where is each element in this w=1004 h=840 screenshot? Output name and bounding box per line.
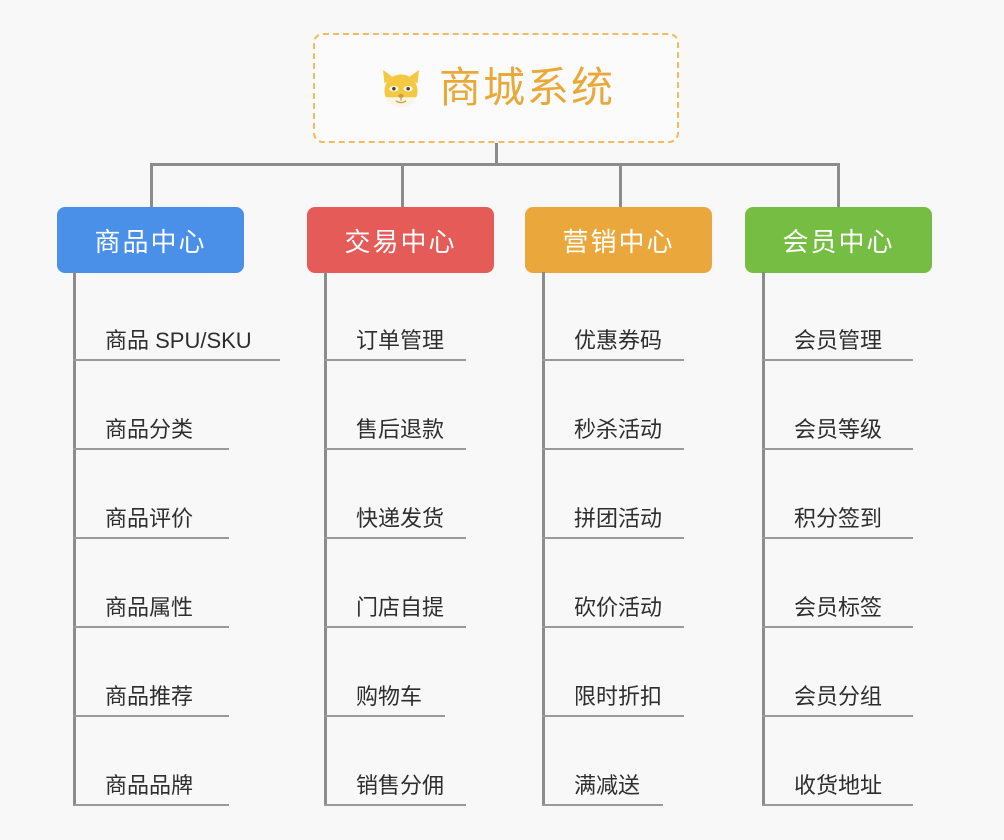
connector-drop-1: [150, 163, 153, 208]
leaf-label: 订单管理: [356, 327, 445, 353]
leaf-underline: [324, 448, 466, 450]
branch-label: 营销中心: [562, 226, 675, 257]
leaf-underline: [542, 626, 684, 628]
leaf-item[interactable]: 砍价活动: [542, 539, 742, 628]
leaf-item[interactable]: 会员管理: [762, 272, 962, 361]
leaf-label: 会员分组: [794, 683, 883, 709]
leaf-item[interactable]: 收货地址: [762, 717, 962, 806]
leaf-item[interactable]: 销售分佣: [324, 717, 524, 806]
branch-label: 交易中心: [344, 226, 457, 257]
leaf-underline: [762, 359, 913, 361]
leaf-item[interactable]: 商品分类: [73, 361, 293, 450]
leaf-label: 积分签到: [794, 505, 883, 531]
branch-label: 商品中心: [94, 226, 207, 257]
leaf-label: 会员等级: [794, 416, 883, 442]
branch-box-2[interactable]: 交易中心: [307, 207, 494, 273]
leaf-item[interactable]: 商品推荐: [73, 628, 293, 717]
leaf-item[interactable]: 购物车: [324, 628, 524, 717]
leaf-label: 购物车: [356, 683, 423, 709]
leaf-label: 满减送: [574, 772, 641, 798]
leaf-underline: [73, 715, 229, 717]
leaf-underline: [73, 359, 280, 361]
leaf-item[interactable]: 积分签到: [762, 450, 962, 539]
leaf-item[interactable]: 会员等级: [762, 361, 962, 450]
leaf-spine: [542, 272, 545, 806]
leaf-spine: [762, 272, 765, 806]
leaf-column-3: 优惠券码 秒杀活动 拼团活动 砍价活动 限时折扣 满减送: [542, 272, 742, 806]
leaf-underline: [762, 537, 913, 539]
leaf-underline: [762, 715, 913, 717]
leaf-underline: [762, 804, 913, 806]
leaf-underline: [762, 448, 913, 450]
leaf-item[interactable]: 拼团活动: [542, 450, 742, 539]
connector-root-stem: [495, 143, 498, 165]
leaf-item[interactable]: 会员标签: [762, 539, 962, 628]
leaf-item[interactable]: 满减送: [542, 717, 742, 806]
leaf-label: 拼团活动: [574, 505, 663, 531]
connector-drop-4: [837, 163, 840, 208]
leaf-item[interactable]: 快递发货: [324, 450, 524, 539]
leaf-label: 会员管理: [794, 327, 883, 353]
leaf-column-1: 商品 SPU/SKU 商品分类 商品评价 商品属性 商品推荐 商品品牌: [73, 272, 293, 806]
leaf-item[interactable]: 限时折扣: [542, 628, 742, 717]
root-title: 商城系统: [438, 64, 615, 111]
leaf-underline: [542, 359, 684, 361]
leaf-item[interactable]: 会员分组: [762, 628, 962, 717]
leaf-label: 砍价活动: [574, 594, 663, 620]
leaf-label: 秒杀活动: [574, 416, 663, 442]
leaf-item[interactable]: 门店自提: [324, 539, 524, 628]
leaf-underline: [73, 537, 229, 539]
leaf-label: 商品推荐: [105, 683, 194, 709]
leaf-underline: [324, 626, 466, 628]
leaf-label: 限时折扣: [574, 683, 663, 709]
leaf-label: 快递发货: [356, 505, 445, 531]
shiba-dog-face-icon: [382, 70, 419, 108]
leaf-label: 商品品牌: [105, 772, 194, 798]
leaf-item[interactable]: 商品评价: [73, 450, 293, 539]
root-node[interactable]: 商城系统: [313, 33, 679, 143]
branch-box-3[interactable]: 营销中心: [525, 207, 712, 273]
leaf-spine: [324, 272, 327, 806]
leaf-item[interactable]: 订单管理: [324, 272, 524, 361]
leaf-underline: [542, 804, 663, 806]
leaf-label: 销售分佣: [356, 772, 445, 798]
leaf-item[interactable]: 秒杀活动: [542, 361, 742, 450]
leaf-column-2: 订单管理 售后退款 快递发货 门店自提 购物车 销售分佣: [324, 272, 524, 806]
leaf-underline: [73, 626, 229, 628]
connector-drop-3: [619, 163, 622, 208]
branch-box-4[interactable]: 会员中心: [745, 207, 932, 273]
branch-box-1[interactable]: 商品中心: [57, 207, 244, 273]
leaf-label: 商品分类: [105, 416, 194, 442]
leaf-underline: [73, 448, 229, 450]
leaf-item[interactable]: 优惠券码: [542, 272, 742, 361]
leaf-label: 商品 SPU/SKU: [105, 327, 252, 353]
leaf-underline: [324, 537, 466, 539]
leaf-spine: [73, 272, 76, 806]
leaf-item[interactable]: 商品 SPU/SKU: [73, 272, 293, 361]
leaf-item[interactable]: 商品品牌: [73, 717, 293, 806]
leaf-underline: [542, 537, 684, 539]
leaf-label: 商品评价: [105, 505, 194, 531]
leaf-item[interactable]: 售后退款: [324, 361, 524, 450]
connector-drop-2: [401, 163, 404, 208]
leaf-label: 会员标签: [794, 594, 883, 620]
connector-horizontal-bus: [150, 163, 840, 166]
leaf-column-4: 会员管理 会员等级 积分签到 会员标签 会员分组 收货地址: [762, 272, 962, 806]
leaf-underline: [542, 715, 684, 717]
leaf-underline: [324, 804, 466, 806]
leaf-label: 商品属性: [105, 594, 194, 620]
leaf-underline: [324, 359, 466, 361]
leaf-label: 售后退款: [356, 416, 445, 442]
leaf-underline: [542, 448, 684, 450]
leaf-label: 优惠券码: [574, 327, 663, 353]
branch-label: 会员中心: [782, 226, 895, 257]
leaf-underline: [324, 715, 445, 717]
leaf-label: 收货地址: [794, 772, 883, 798]
leaf-item[interactable]: 商品属性: [73, 539, 293, 628]
leaf-label: 门店自提: [356, 594, 445, 620]
leaf-underline: [762, 626, 913, 628]
leaf-underline: [73, 804, 229, 806]
